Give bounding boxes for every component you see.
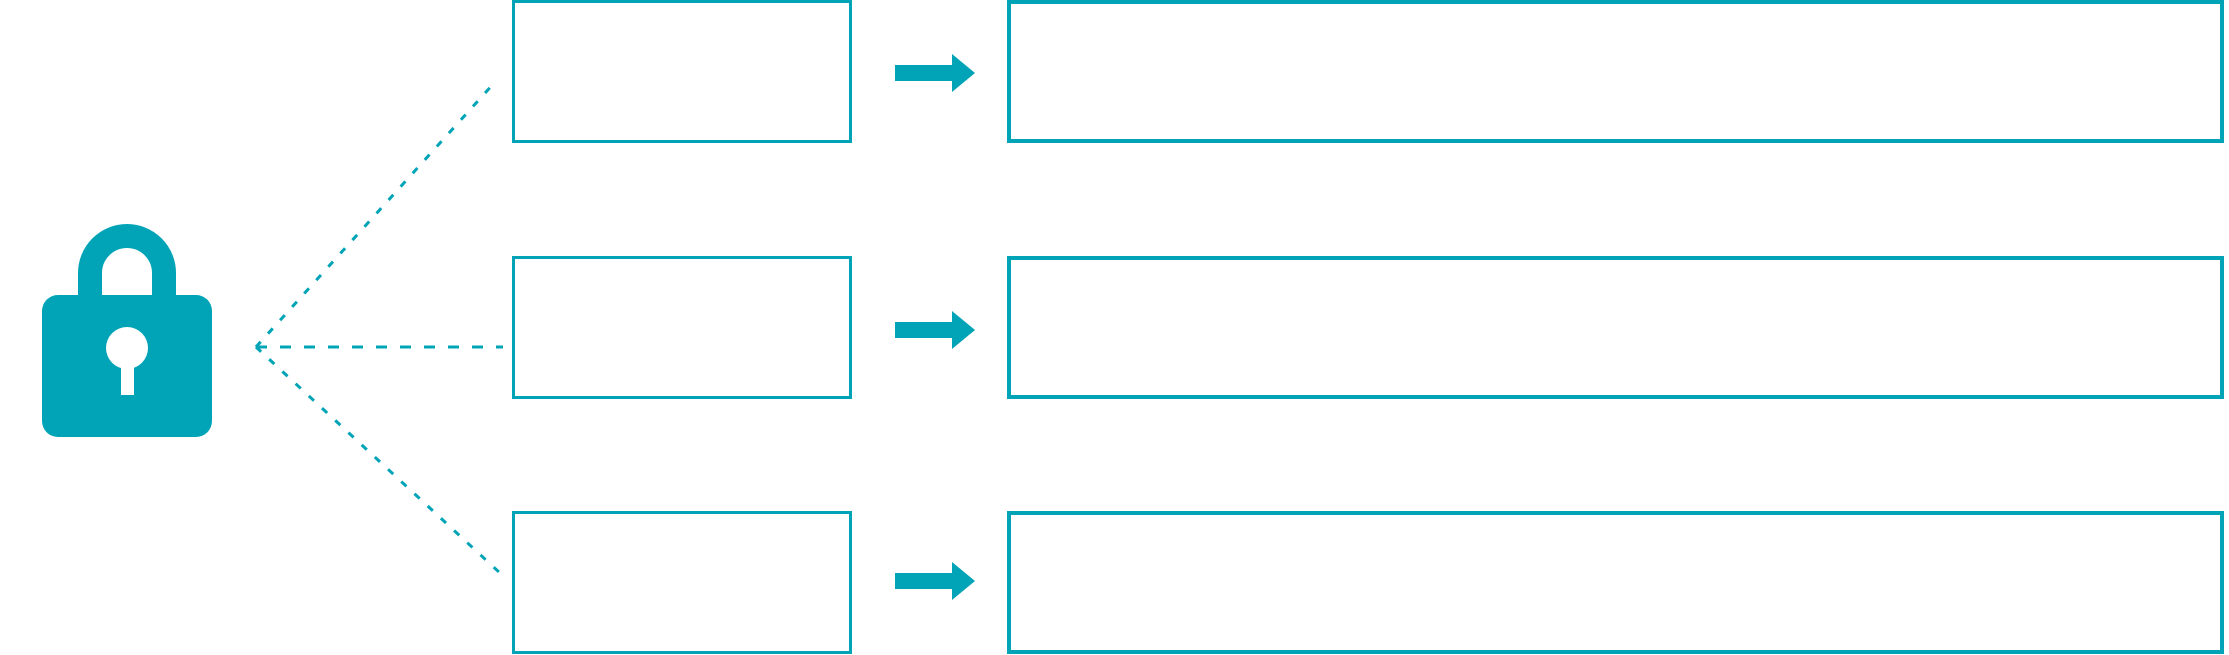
source-box-3 xyxy=(512,511,852,654)
arrow-right-icon xyxy=(895,562,975,600)
target-box-1 xyxy=(1007,0,2224,143)
lock-icon xyxy=(42,218,212,437)
arrow-right-icon xyxy=(895,54,975,92)
connector-line-bottom xyxy=(254,345,502,575)
source-box-1 xyxy=(512,0,852,143)
source-box-2 xyxy=(512,256,852,399)
lock-shackle xyxy=(78,224,176,310)
target-box-3 xyxy=(1007,511,2224,654)
lock-keyhole xyxy=(106,327,148,369)
lock-keyhole-stem xyxy=(121,358,134,395)
connector-line-top xyxy=(254,80,497,349)
arrow-right-icon xyxy=(895,311,975,349)
target-box-2 xyxy=(1007,256,2224,399)
